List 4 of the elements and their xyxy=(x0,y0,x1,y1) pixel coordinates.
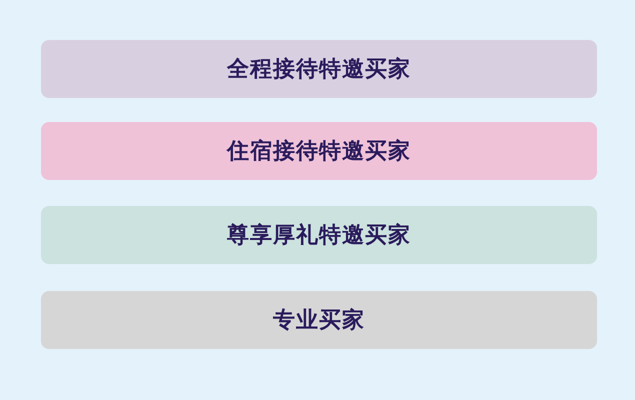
category-box: 专业买家 xyxy=(41,291,597,349)
category-box: 住宿接待特邀买家 xyxy=(41,122,597,180)
category-box: 尊享厚礼特邀买家 xyxy=(41,206,597,264)
category-box: 全程接待特邀买家 xyxy=(41,40,597,98)
